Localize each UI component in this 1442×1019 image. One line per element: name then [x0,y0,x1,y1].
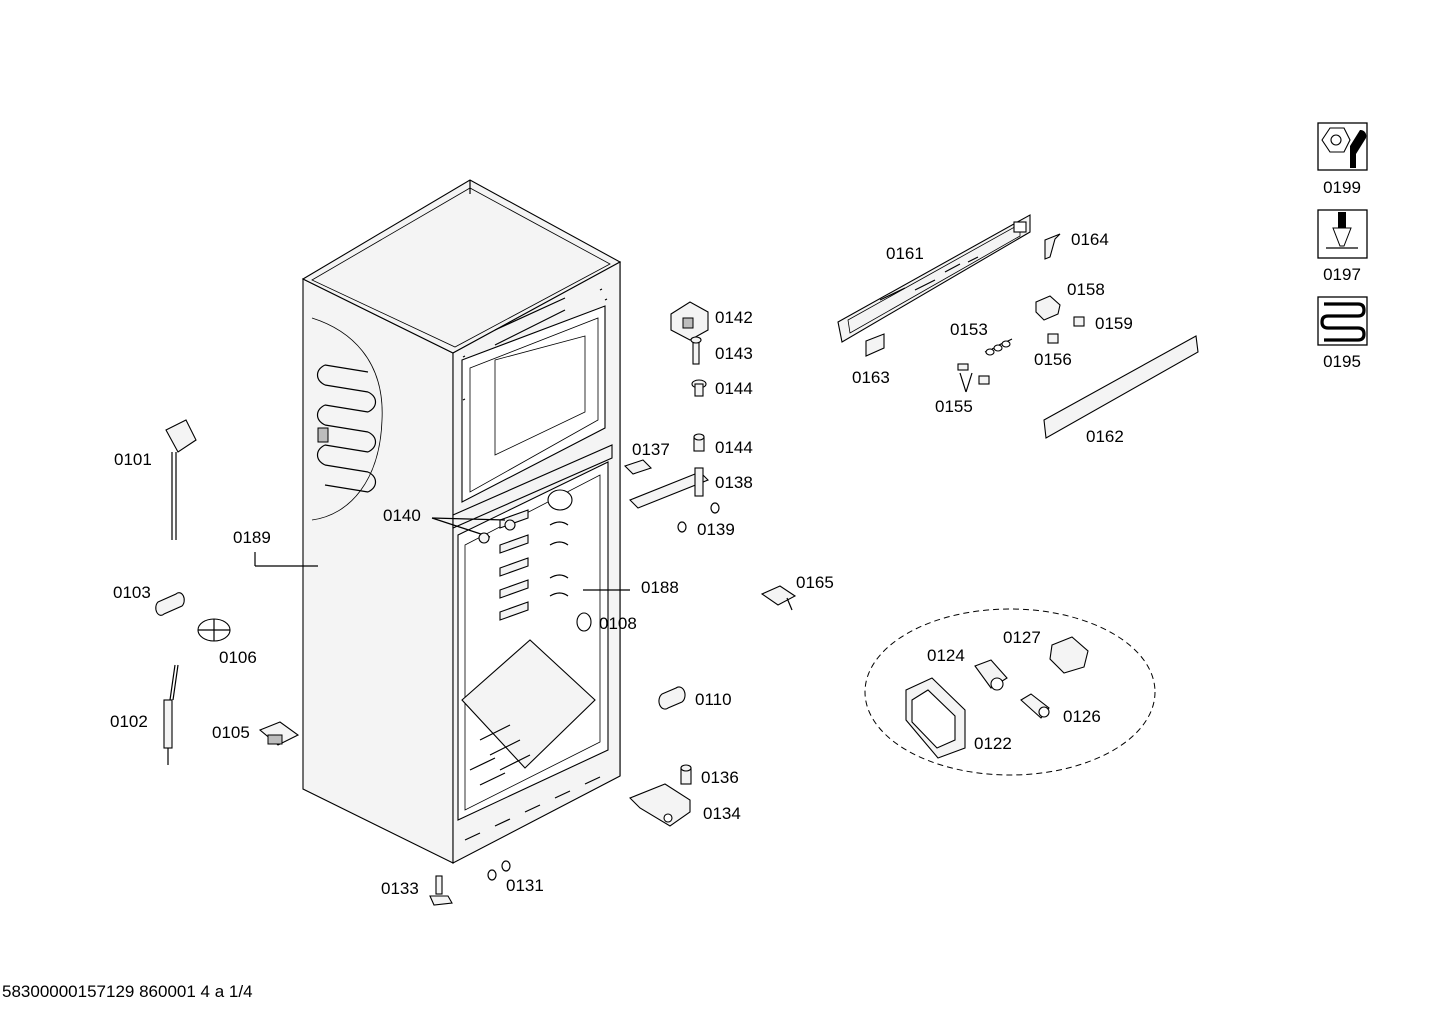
label-0144-top: 0144 [715,379,753,398]
label-0127: 0127 [1003,628,1041,647]
control-panel [837,214,1031,343]
hinge-bush-top [691,379,707,397]
label-0110: 0110 [695,690,732,709]
hinge-cover [670,301,709,341]
label-0137: 0137 [632,440,670,459]
fuse-parts [957,363,990,385]
lower-hinge [629,783,691,827]
adjustable-foot [429,875,453,906]
label-0144-mid: 0144 [715,438,753,457]
label-0162: 0162 [1086,427,1124,446]
label-0124: 0124 [927,646,965,665]
leader-lines [254,372,973,591]
label-0153: 0153 [950,320,988,339]
label-0143: 0143 [715,344,753,363]
label-0140: 0140 [383,506,421,525]
legend-code-0195: 0195 [1323,352,1361,371]
legend-code-0199: 0199 [1323,178,1361,197]
label-0105: 0105 [212,723,250,742]
panel-cover [865,333,885,357]
document-footer: 58300000157129 860001 4 a 1/4 [2,982,253,1001]
label-0138: 0138 [715,473,753,492]
label-0159: 0159 [1095,314,1133,333]
label-0155: 0155 [935,397,973,416]
lamp-cover [905,677,966,759]
lamp-bulb-small [1073,316,1085,327]
control-strip [1043,335,1199,439]
label-0161: 0161 [886,244,924,263]
label-0156: 0156 [1034,350,1072,369]
lamp-socket [1035,295,1061,321]
connector-part [258,721,300,746]
lower-hinge-pin [680,764,692,785]
label-0189: 0189 [233,528,271,547]
label-0139: 0139 [697,520,735,539]
lamp-bulb-small-2 [1047,333,1059,344]
label-0164: 0164 [1071,230,1109,249]
door-stop [658,686,686,710]
label-0102: 0102 [110,712,148,731]
clip-part [760,585,797,611]
label-0131: 0131 [506,876,544,895]
hinge-pin [690,336,702,365]
panel-clip [1044,233,1061,260]
lamp-holder [974,659,1008,691]
shelf-supports [499,489,573,621]
label-0142: 0142 [715,308,753,327]
label-0136: 0136 [701,768,739,787]
sensor-part [163,664,179,765]
label-0158: 0158 [1067,280,1105,299]
label-0106: 0106 [219,648,257,667]
contacts-set [984,338,1013,356]
heating-coil-icon [1317,296,1368,346]
condenser-coil [311,317,383,521]
label-0134: 0134 [703,804,741,823]
label-0122: 0122 [974,734,1012,753]
legend-code-0197: 0197 [1323,265,1361,284]
wheel-part [197,618,231,642]
drain-plug [576,612,592,632]
power-cord [165,419,197,540]
wrench-nut-icon [1317,122,1368,171]
middle-hinge [623,459,709,509]
label-0126: 0126 [1063,707,1101,726]
label-0163: 0163 [852,368,890,387]
label-0101: 0101 [114,450,152,469]
hinge-bush-mid [693,433,705,452]
label-0103: 0103 [113,583,151,602]
small-washers [487,860,511,881]
plug-cap [155,592,185,616]
lamp-bulb [1020,693,1050,719]
screwdriver-icon [1317,209,1368,259]
washers [677,502,720,533]
shelf-pins [478,519,516,544]
refrigerator-cabinet [301,179,622,864]
lamp-detail-group [864,608,1156,776]
label-0188: 0188 [641,578,679,597]
label-0165: 0165 [796,573,834,592]
lamp-glass [1049,636,1089,674]
label-0133: 0133 [381,879,419,898]
label-0108: 0108 [599,614,637,633]
